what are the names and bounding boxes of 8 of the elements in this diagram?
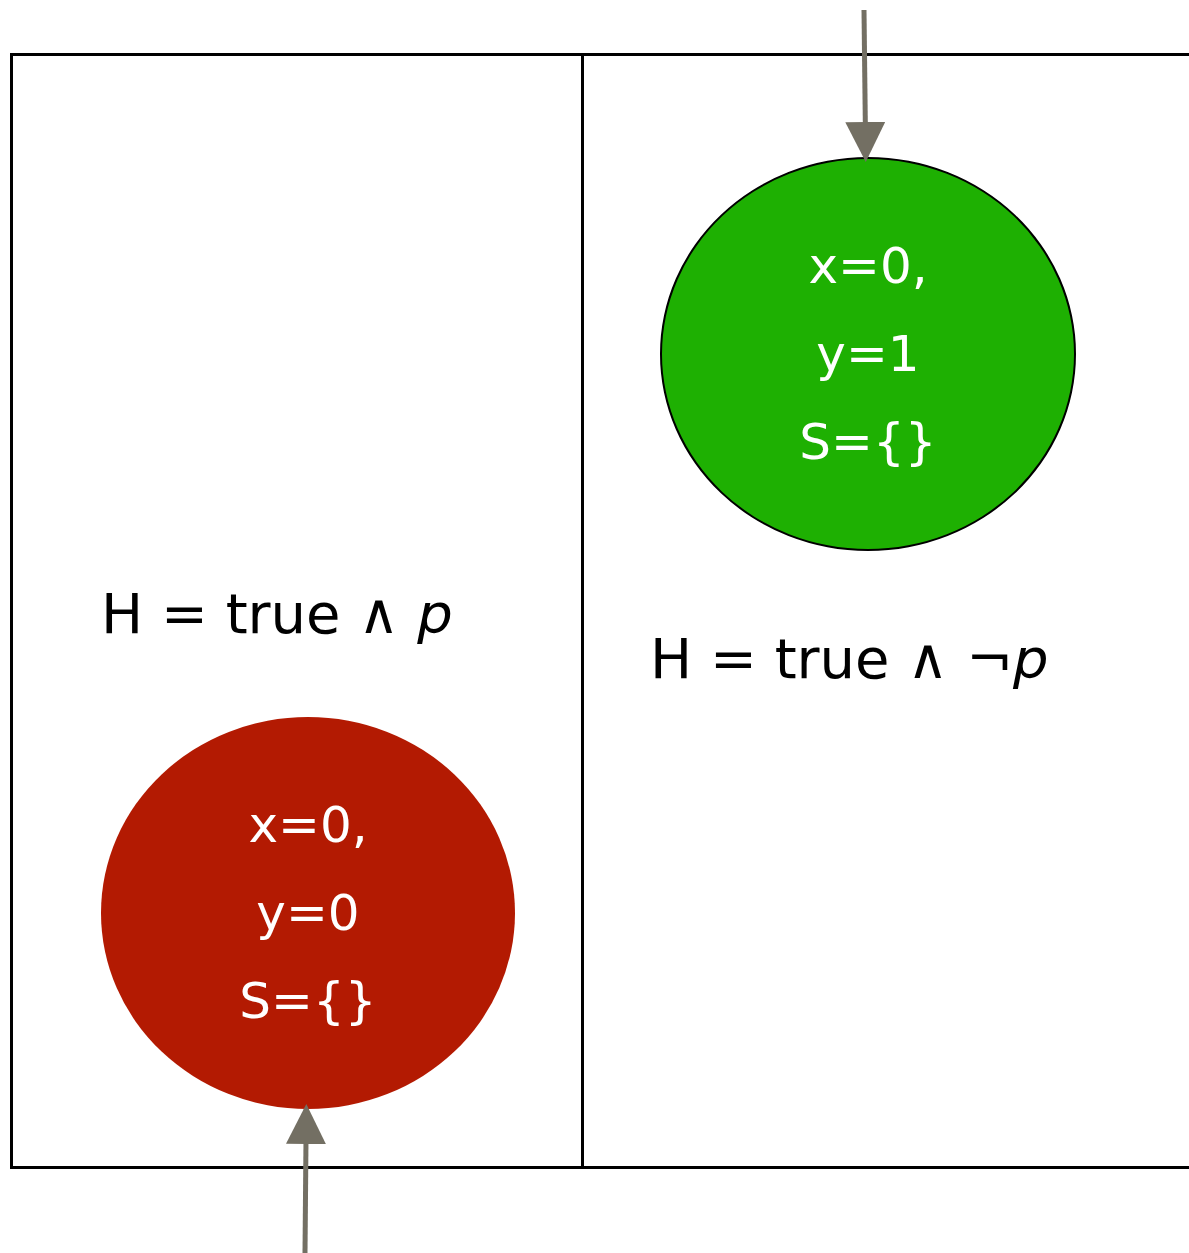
formula-text: H = true ∧ ¬p xyxy=(650,626,1049,691)
arrow xyxy=(285,1104,326,1253)
formula-text: H = true ∧ p xyxy=(101,581,453,646)
panel xyxy=(581,53,1189,1169)
state-label: x=0, y=0 S={} xyxy=(238,795,378,1032)
arrow xyxy=(845,9,886,162)
panel xyxy=(10,53,584,1169)
state-label: x=0, y=1 S={} xyxy=(798,236,938,473)
